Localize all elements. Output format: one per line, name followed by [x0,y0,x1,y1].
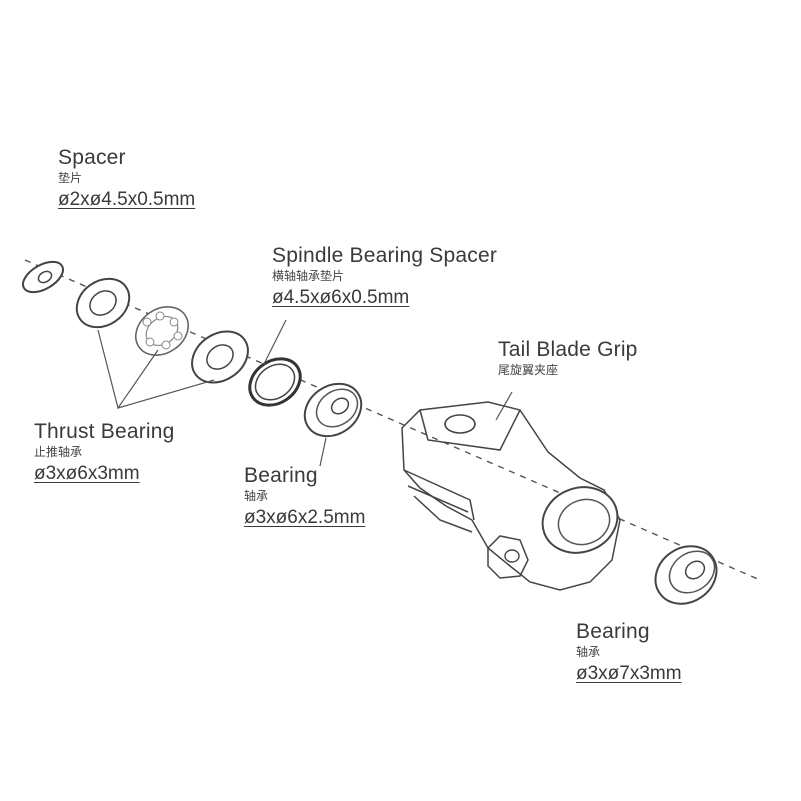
bearing-1-cn: 轴承 [244,489,269,504]
spindle-spacer-leader [263,319,287,365]
bearing-2-cn: 轴承 [576,645,601,660]
assembly-axis [24,259,761,581]
thrust-bearing-race-1 [75,277,131,329]
thrust-bearing-race-2 [191,330,249,384]
grip-leader [495,391,513,421]
tail-blade-grip [401,401,621,591]
bearing-1-leader [319,437,327,467]
grip-cn: 尾旋翼夹座 [498,363,559,378]
spacer-name: Spacer [58,146,126,169]
bearing-2-dim: ø3xø7x3mm [576,663,682,685]
spindle-spacer-dim: ø4.5xø6x0.5mm [272,287,410,309]
spindle-spacer-name: Spindle Bearing Spacer [272,244,498,267]
spindle-spacer-label: Spindle Bearing Spacer 横轴轴承垫片 ø4.5xø6x0.… [272,244,497,309]
bearing-2-label: Bearing 轴承 ø3xø7x3mm [576,620,682,685]
grip-name: Tail Blade Grip [498,338,638,361]
bearing-2 [654,545,718,605]
bearing-1-name: Bearing [244,464,318,487]
thrust-leader-2 [117,379,215,409]
thrust-cn: 止推轴承 [34,445,83,460]
bearing-1 [303,382,363,438]
spindle-spacer-cn: 横轴轴承垫片 [272,269,345,284]
thrust-name: Thrust Bearing [34,420,175,443]
spacer-dim: ø2xø4.5x0.5mm [58,189,196,211]
thrust-bearing-label: Thrust Bearing 止推轴承 ø3xø6x3mm [34,420,175,485]
thrust-bearing-cage [135,306,189,356]
bearing-1-dim: ø3xø6x2.5mm [244,507,366,529]
spacer-cn: 垫片 [58,171,83,186]
bearing-1-label: Bearing 轴承 ø3xø6x2.5mm [244,464,365,529]
spindle-bearing-spacer [248,357,302,407]
tail-blade-grip-label: Tail Blade Grip 尾旋翼夹座 [498,338,638,377]
bearing-2-name: Bearing [576,620,650,643]
spacer-washer [22,260,64,294]
spacer-label: Spacer 垫片 ø2xø4.5x0.5mm [58,146,218,211]
thrust-dim: ø3xø6x3mm [34,463,140,485]
